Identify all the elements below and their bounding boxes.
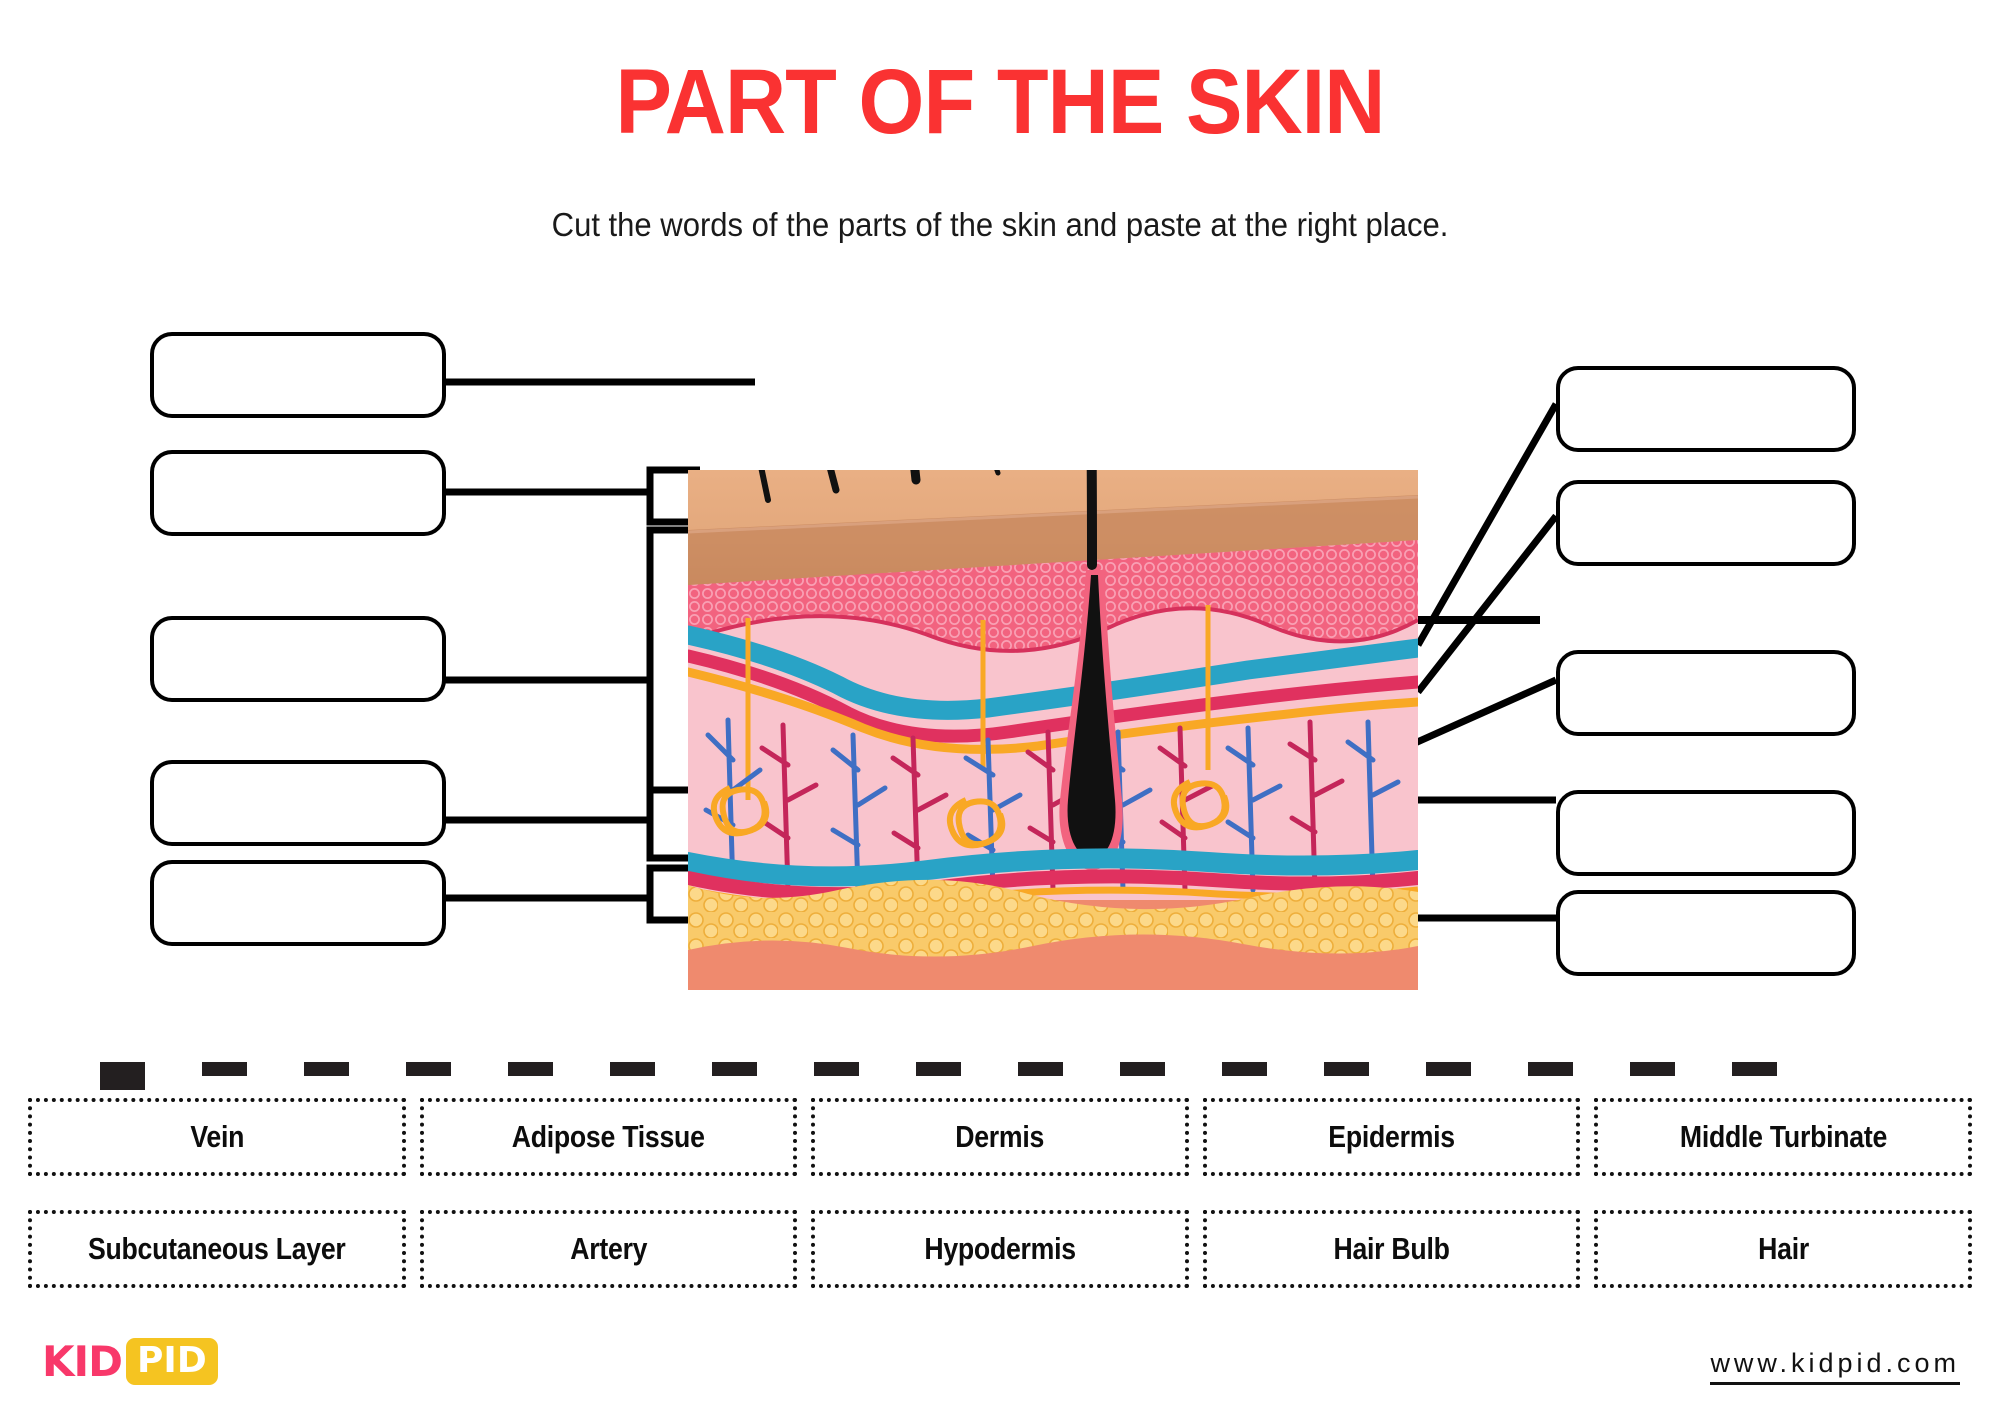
word-card-label: Hair [1757,1231,1809,1266]
word-card-dermis[interactable]: Dermis [811,1098,1189,1176]
word-card-label: Middle Turbinate [1679,1119,1887,1154]
right-answer-box-1[interactable] [1556,366,1856,452]
vein-upper [688,625,1418,720]
logo-pid-text: PID [137,1339,207,1381]
word-card-vein[interactable]: Vein [28,1098,406,1176]
hair-strands [758,470,1097,570]
right-answer-box-5[interactable] [1556,890,1856,976]
word-card-hypodermis[interactable]: Hypodermis [811,1210,1189,1288]
word-card-hair[interactable]: Hair [1594,1210,1972,1288]
word-card-label: Subcutaneous Layer [87,1231,346,1266]
logo-kid-text: KID [42,1336,123,1386]
right-answer-box-3[interactable] [1556,650,1856,736]
word-card-label: Adipose Tissue [511,1119,705,1154]
cut-dashed-line [100,1062,1900,1090]
website-url[interactable]: www.kidpid.com [1710,1348,1960,1385]
vein-lower [688,848,1418,887]
left-answer-box-5[interactable] [150,860,446,946]
word-card-label: Hair Bulb [1333,1231,1450,1266]
left-answer-box-1[interactable] [150,332,446,418]
word-card-adipose-tissue[interactable]: Adipose Tissue [419,1098,798,1176]
skin-cross-section-diagram [688,470,1418,990]
left-answer-box-4[interactable] [150,760,446,846]
right-answer-box-2[interactable] [1556,480,1856,566]
kidpid-logo[interactable]: KID PID [42,1336,218,1386]
artery-lower [688,869,1418,902]
word-card-artery[interactable]: Artery [419,1210,798,1288]
word-card-subcutaneous-layer[interactable]: Subcutaneous Layer [28,1210,406,1288]
artery-upper [688,649,1418,743]
word-card-label: Dermis [955,1119,1045,1154]
word-card-label: Vein [189,1119,244,1154]
left-answer-box-3[interactable] [150,616,446,702]
nerve-upper [688,667,1418,754]
subcutaneous-layer [688,934,1418,990]
word-card-hair-bulb[interactable]: Hair Bulb [1202,1210,1581,1288]
nerve-fibers [745,605,1211,800]
left-answer-box-2[interactable] [150,450,446,536]
word-card-label: Hypodermis [924,1231,1076,1266]
word-card-middle-turbinate[interactable]: Middle Turbinate [1594,1098,1972,1176]
page-subtitle: Cut the words of the parts of the skin a… [551,206,1449,243]
right-answer-box-4[interactable] [1556,790,1856,876]
hair-follicle [1059,570,1123,870]
logo-pid-badge: PID [126,1337,218,1385]
word-card-label: Epidermis [1328,1119,1455,1154]
sweat-gland [710,779,1230,849]
hair-bulb [1067,575,1116,858]
page-title: PART OF THE SKIN [615,51,1385,153]
word-card-epidermis[interactable]: Epidermis [1202,1098,1581,1176]
word-bank-row-1: Vein Adipose Tissue Dermis Epidermis Mid… [28,1098,1972,1176]
word-bank-row-2: Subcutaneous Layer Artery Hypodermis Hai… [28,1210,1972,1288]
word-card-label: Artery [569,1231,647,1266]
